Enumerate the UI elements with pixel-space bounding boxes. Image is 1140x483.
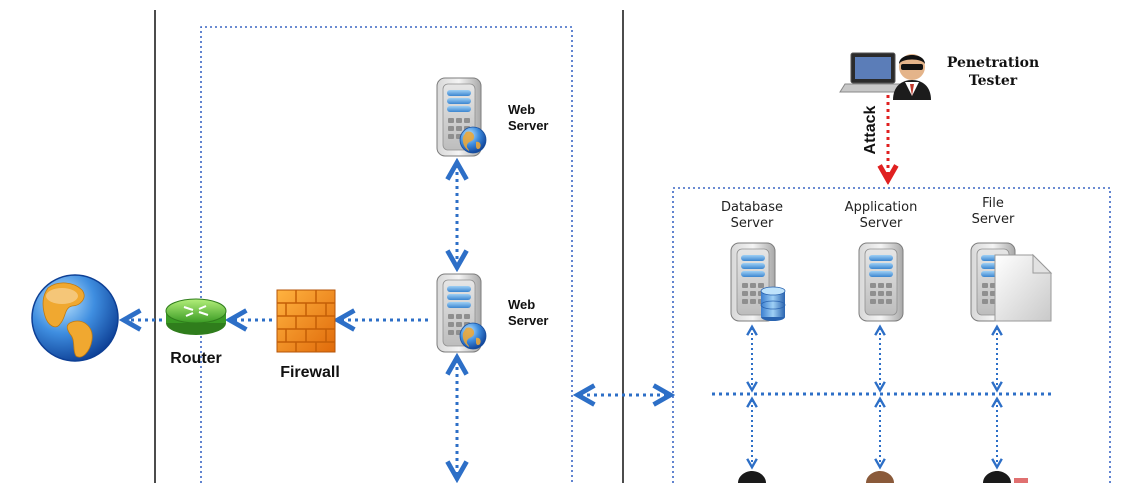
database-server-label-line2: Server (730, 216, 774, 232)
user-icon (866, 471, 894, 483)
globe-icon (31, 274, 119, 362)
laptop-icon (839, 52, 907, 93)
web-server-top-label-line2: Server (508, 118, 549, 134)
file-server-label: File Server (957, 196, 1029, 229)
dmz-zone-border (200, 26, 573, 483)
penetration-tester-label: Penetration Tester (938, 55, 1048, 90)
database-server-label: Database Server (705, 200, 799, 233)
router-label: Router (170, 350, 222, 367)
application-server-label-line1: Application (844, 200, 918, 215)
application-server-icon (858, 242, 904, 322)
file-server-label-line2: Server (971, 212, 1015, 228)
database-server-icon (730, 242, 786, 322)
user-icon (738, 471, 766, 483)
attack-label: Attack (862, 105, 879, 155)
file-server-label-line1: File (982, 196, 1004, 211)
database-server-label-line1: Database (720, 200, 784, 215)
penetration-tester-label-line1: Penetration (946, 55, 1040, 71)
firewall-icon (276, 289, 336, 353)
user-icon (983, 471, 1028, 483)
application-server-label-line2: Server (859, 216, 903, 232)
router-icon (165, 298, 227, 335)
application-server-label: Application Server (826, 200, 936, 233)
penetration-tester-label-line2: Tester (968, 72, 1018, 89)
web-server-top-label-line1: Web (508, 102, 536, 117)
web-server-top-label: Web Server (508, 102, 550, 135)
firewall-label: Firewall (280, 364, 340, 381)
web-server-mid-label: Web Server (508, 297, 550, 330)
hacker-icon (893, 54, 931, 100)
web-server-mid-label-line1: Web (508, 297, 536, 312)
web-server-mid-label-line2: Server (508, 313, 549, 329)
web-server-icon (436, 77, 487, 157)
web-server-icon (436, 273, 487, 353)
file-server-icon (970, 242, 1053, 322)
